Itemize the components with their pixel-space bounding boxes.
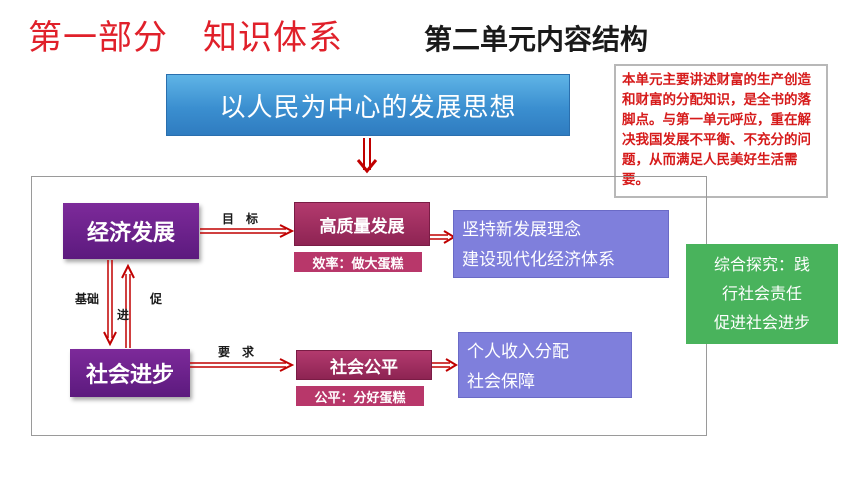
- section-title: 第一部分 知识体系: [28, 18, 343, 58]
- arrow-right-icon: [190, 358, 295, 372]
- fairness-label: 公平：分好蛋糕: [296, 386, 424, 406]
- relation-label-promote: 促: [150, 292, 163, 306]
- arrow-right-icon: [200, 224, 295, 238]
- social-fairness-box: 社会公平: [296, 350, 432, 380]
- society-outcomes: 个人收入分配 社会保障: [458, 332, 632, 398]
- efficiency-label: 效率：做大蛋糕: [294, 252, 422, 272]
- outcome-item: 个人收入分配: [467, 342, 569, 362]
- economy-outcomes: 坚持新发展理念 建设现代化经济体系: [453, 210, 669, 278]
- requirement-label: 要 求: [218, 345, 255, 359]
- relation-label-foundation: 基础: [75, 292, 100, 306]
- comprehensive-exploration-box: 综合探究：践 行社会责任 促进社会进步: [686, 244, 838, 344]
- exploration-line: 促进社会进步: [713, 313, 810, 332]
- exploration-line: 综合探究：践: [713, 255, 810, 274]
- goal-label: 目 标: [222, 212, 259, 226]
- unit-title: 第二单元内容结构: [424, 23, 649, 56]
- arrow-right-icon: [432, 358, 458, 372]
- target-quality-box: 高质量发展: [294, 202, 430, 246]
- theme-box: 以人民为中心的发展思想: [166, 74, 570, 136]
- mutual-arrows-icon: [103, 260, 135, 348]
- down-arrow-icon: [356, 138, 378, 174]
- society-box: 社会进步: [70, 349, 190, 397]
- outcome-item: 建设现代化经济体系: [462, 250, 615, 270]
- outcome-item: 坚持新发展理念: [462, 220, 581, 240]
- economy-box: 经济发展: [63, 203, 199, 259]
- relation-label-middle: 进: [117, 308, 130, 322]
- unit-note: 本单元主要讲述财富的生产创造和财富的分配知识，是全书的落脚点。与第一单元呼应，重…: [614, 64, 828, 198]
- outcome-item: 社会保障: [467, 372, 535, 392]
- exploration-line: 行社会责任: [721, 284, 802, 303]
